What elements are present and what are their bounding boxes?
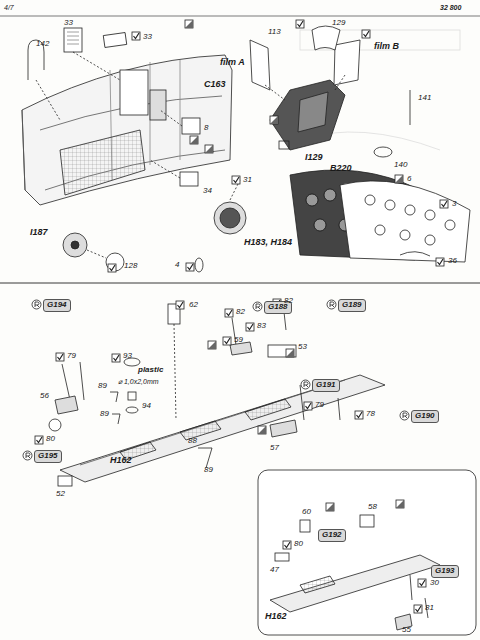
part-code: G195 <box>38 451 58 460</box>
callout-number: 89 <box>98 382 107 390</box>
resin-part-box: G191 <box>312 379 340 392</box>
callout-number: 83 <box>257 322 266 330</box>
part-code: G190 <box>415 411 435 420</box>
callout-number: C163 <box>204 80 226 89</box>
callout-number: 3 <box>452 200 456 208</box>
resin-part-box: G195 <box>34 450 62 463</box>
resin-part-box: G193 <box>431 565 459 578</box>
callout-number: film B <box>374 42 399 51</box>
callout-number: 47 <box>270 566 279 574</box>
callout-number: 82 <box>236 308 245 316</box>
callout-number: film A <box>220 58 245 67</box>
callout-number: 78 <box>366 410 375 418</box>
callout-number: 82 <box>284 297 293 305</box>
callout-number: 93 <box>123 352 132 360</box>
callout-number: I129 <box>305 153 323 162</box>
callout-number: 128 <box>124 262 137 270</box>
callout-number: 58 <box>368 503 377 511</box>
callout-number: 142 <box>36 40 49 48</box>
callout-number: 36 <box>448 257 457 265</box>
callout-number: ⌀ 1,0x2,0mm <box>118 378 159 385</box>
callout-number: 80 <box>294 540 303 548</box>
callout-number: 60 <box>302 508 311 516</box>
callout-number: 94 <box>142 402 151 410</box>
callout-number: 31 <box>243 176 252 184</box>
part-code: G194 <box>47 300 67 309</box>
callout-number: 89 <box>204 466 213 474</box>
callout-number: 79 <box>315 401 324 409</box>
callout-number: 80 <box>46 435 55 443</box>
callout-number: 53 <box>298 343 307 351</box>
callout-number: H162 <box>265 612 287 621</box>
callout-number: 79 <box>67 352 76 360</box>
callout-number: 89 <box>100 410 109 418</box>
callout-number: 56 <box>40 392 49 400</box>
part-code: G192 <box>322 530 342 539</box>
callout-number: H183, H184 <box>244 238 292 247</box>
callout-number: plastic <box>138 366 163 374</box>
callout-number: 57 <box>270 444 279 452</box>
callout-number: 55 <box>402 626 411 634</box>
callout-number: 113 <box>268 28 281 36</box>
callout-number: 8 <box>204 124 208 132</box>
callout-number: 62 <box>189 301 198 309</box>
callout-number: 30 <box>430 579 439 587</box>
callout-number: 33 <box>64 19 73 27</box>
part-code: G191 <box>316 380 336 389</box>
callout-number: 32 800 <box>440 4 461 11</box>
callout-number: 6 <box>407 175 411 183</box>
part-code: G193 <box>435 566 455 575</box>
part-code: G189 <box>342 300 362 309</box>
callout-number: 129 <box>332 19 345 27</box>
callout-number: 141 <box>418 94 431 102</box>
resin-part-box: G189 <box>338 299 366 312</box>
callout-number: 34 <box>203 187 212 195</box>
callout-number: 4 <box>175 261 179 269</box>
callout-number: 81 <box>425 604 434 612</box>
callout-number: 140 <box>394 161 407 169</box>
callout-number: 33 <box>143 33 152 41</box>
callout-number: 52 <box>56 490 65 498</box>
resin-part-box: G194 <box>43 299 71 312</box>
resin-part-box: G190 <box>411 410 439 423</box>
callout-number: 4/7 <box>4 4 14 11</box>
callout-number: B220 <box>330 164 352 173</box>
callout-number: 59 <box>234 336 243 344</box>
resin-part-box: G192 <box>318 529 346 542</box>
callout-number: I187 <box>30 228 48 237</box>
callout-number: 88 <box>188 437 197 445</box>
callout-number: H162 <box>110 456 132 465</box>
